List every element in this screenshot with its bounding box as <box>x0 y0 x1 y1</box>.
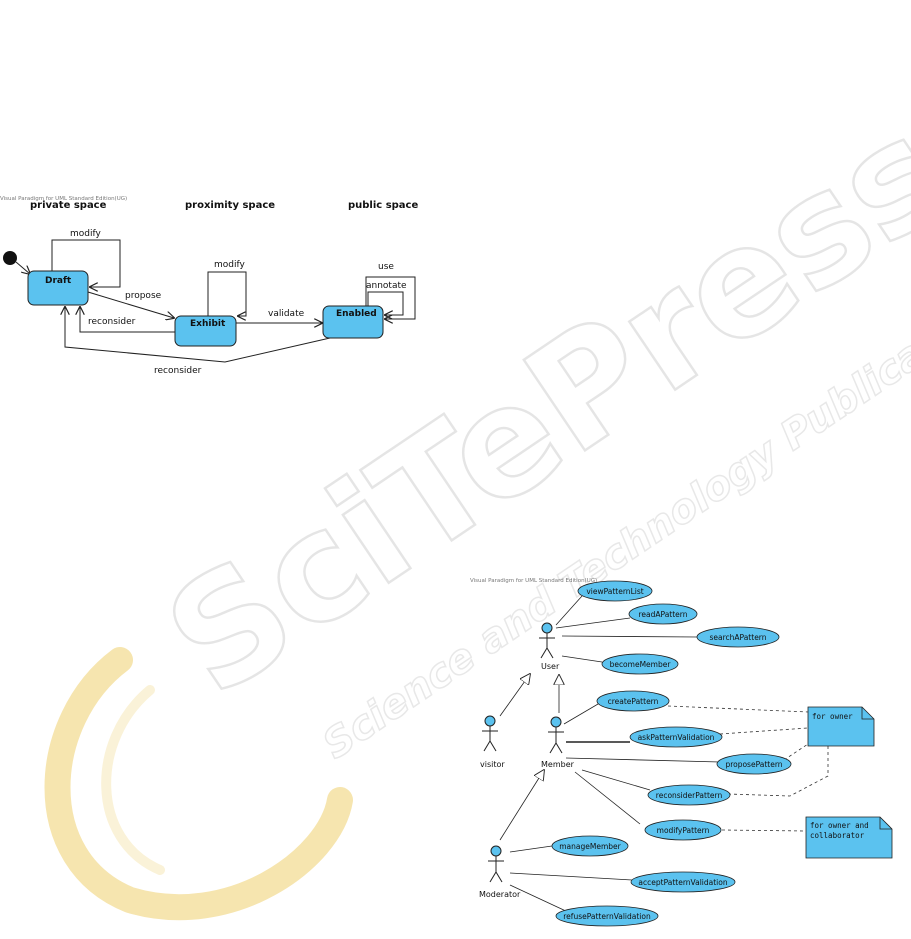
use-case-searchAPattern: searchAPattern <box>697 627 779 647</box>
note-for-owner-and-collaborator: for owner and collaborator <box>806 817 892 858</box>
transition-modify-exhibit-label: modify <box>214 260 245 270</box>
note-for-owner-text: for owner <box>812 712 853 721</box>
svg-text:searchAPattern: searchAPattern <box>709 633 766 642</box>
use-case-modifyPattern: modifyPattern <box>645 820 721 840</box>
svg-text:manageMember: manageMember <box>559 842 621 851</box>
region-header-proximity: proximity space <box>185 200 275 211</box>
region-header-public: public space <box>348 200 418 211</box>
note-link-askPatternValidation <box>720 728 808 734</box>
note-link-proposePattern <box>784 744 808 760</box>
actor-user-label: User <box>541 662 560 671</box>
use-case-diagram-credit: Visual Paradigm for UML Standard Edition… <box>470 578 597 584</box>
initial-state-marker <box>3 251 17 265</box>
assoc-moderator-acceptPatternValidation <box>510 873 632 880</box>
svg-text:viewPatternList: viewPatternList <box>586 587 643 596</box>
generalization-moderator-member <box>500 770 544 840</box>
svg-text:reconsiderPattern: reconsiderPattern <box>656 791 723 800</box>
transition-modify-draft-label: modify <box>70 229 101 239</box>
use-case-viewPatternList: viewPatternList <box>578 581 652 601</box>
use-case-askPatternValidation: askPatternValidation <box>630 727 722 747</box>
assoc-member-reconsiderPattern <box>582 770 650 790</box>
actor-member <box>548 717 564 753</box>
transition-annotate-label: annotate <box>366 281 407 291</box>
svg-text:createPattern: createPattern <box>608 697 659 706</box>
generalization-visitor-user <box>500 674 530 716</box>
assoc-user-becomeMember <box>562 656 602 662</box>
transition-reconsider-exhibit-label: reconsider <box>88 317 136 327</box>
svg-text:askPatternValidation: askPatternValidation <box>638 733 715 742</box>
svg-text:becomeMember: becomeMember <box>610 660 672 669</box>
assoc-member-proposePattern <box>566 758 720 762</box>
svg-text:readAPattern: readAPattern <box>638 610 687 619</box>
initial-transition-arrow <box>16 262 30 274</box>
watermark-ring <box>58 660 341 907</box>
watermark-ring-inner <box>106 690 160 870</box>
actor-moderator-label: Moderator <box>479 890 521 899</box>
state-exhibit-label: Exhibit <box>190 319 226 329</box>
use-case-reconsiderPattern: reconsiderPattern <box>648 785 730 805</box>
note-link-modifyPattern <box>722 830 806 831</box>
use-case-acceptPatternValidation: acceptPatternValidation <box>631 872 735 892</box>
assoc-moderator-manageMember <box>510 846 552 852</box>
state-draft-label: Draft <box>45 276 72 286</box>
assoc-member-modifyPattern <box>575 772 640 824</box>
actor-visitor-label: visitor <box>480 760 505 769</box>
svg-text:refusePatternValidation: refusePatternValidation <box>563 912 651 921</box>
state-diagram: Visual Paradigm for UML Standard Edition… <box>0 196 418 376</box>
transition-use-label: use <box>378 262 394 272</box>
note-for-owner: for owner <box>808 707 874 746</box>
svg-text:modifyPattern: modifyPattern <box>657 826 710 835</box>
svg-text:acceptPatternValidation: acceptPatternValidation <box>638 878 727 887</box>
region-header-private: private space <box>30 200 107 211</box>
state-enabled-label: Enabled <box>336 309 377 319</box>
use-case-becomeMember: becomeMember <box>602 654 678 674</box>
use-case-manageMember: manageMember <box>552 836 628 856</box>
note-link-createPattern <box>668 706 808 712</box>
assoc-user-searchAPattern <box>562 636 697 637</box>
actor-member-label: Member <box>541 760 575 769</box>
transition-modify-exhibit <box>208 272 246 316</box>
assoc-member-createPattern <box>564 704 598 724</box>
actor-visitor <box>482 716 498 751</box>
use-case-proposePattern: proposePattern <box>717 754 791 774</box>
transition-propose-label: propose <box>125 291 162 301</box>
assoc-user-readAPattern <box>556 618 630 628</box>
note-owner-collab-line2: collaborator <box>810 831 865 840</box>
use-case-createPattern: createPattern <box>597 691 669 711</box>
transition-reconsider-enabled-label: reconsider <box>154 366 202 376</box>
note-owner-collab-line1: for owner and <box>810 821 869 830</box>
use-case-readAPattern: readAPattern <box>629 604 697 624</box>
use-case-refusePatternValidation: refusePatternValidation <box>556 906 658 926</box>
svg-text:proposePattern: proposePattern <box>725 760 782 769</box>
actor-moderator <box>488 846 504 882</box>
transition-validate-label: validate <box>268 309 305 319</box>
